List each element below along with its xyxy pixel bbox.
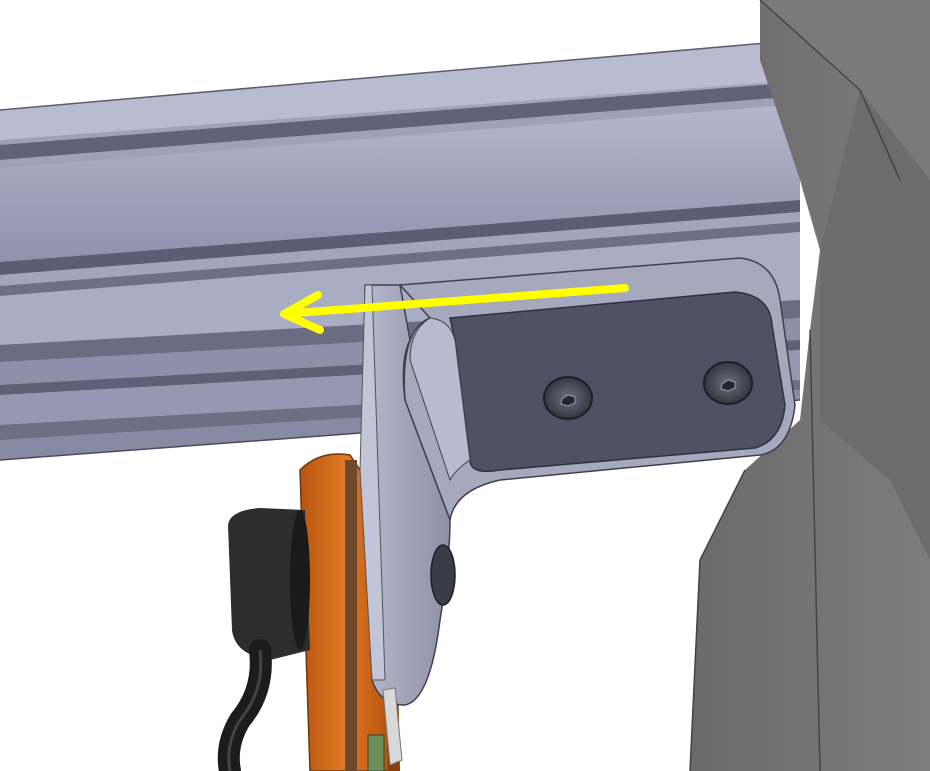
wire-terminal (367, 687, 403, 771)
machine-housing (689, 0, 930, 771)
proximity-sensor (217, 508, 310, 771)
yellow-arrow-left-icon (280, 284, 629, 334)
screw-left (543, 376, 593, 420)
l-bracket (359, 257, 796, 706)
screw-right (703, 361, 753, 405)
